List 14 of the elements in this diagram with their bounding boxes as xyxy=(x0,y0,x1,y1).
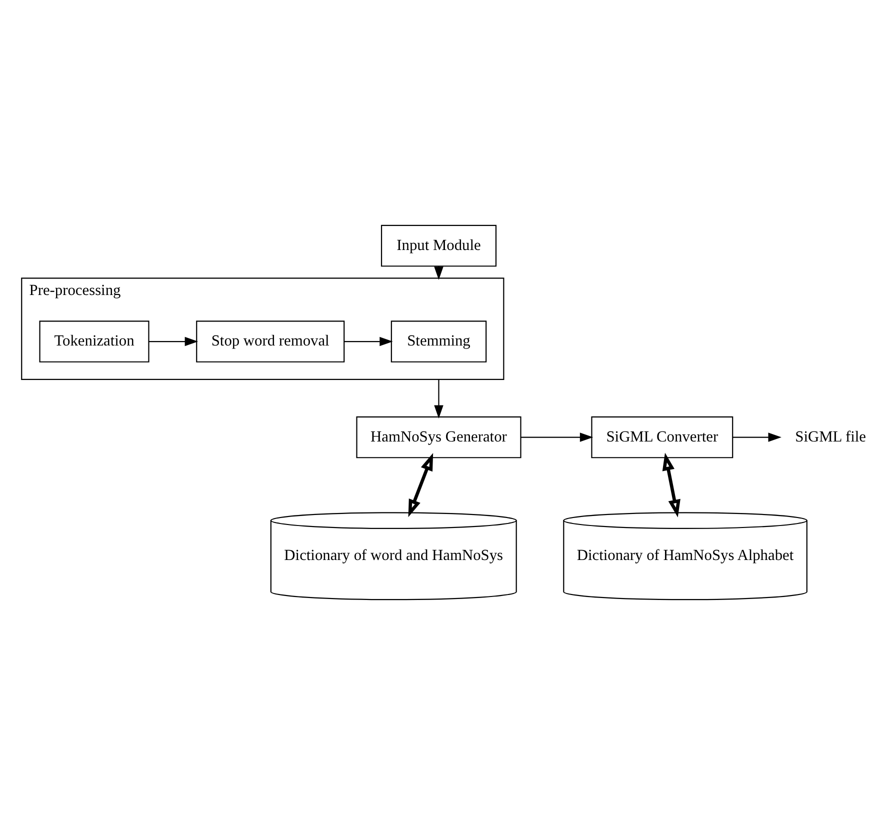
arrow xyxy=(148,336,198,346)
node-box: Tokenization xyxy=(39,320,150,362)
arrow xyxy=(520,432,594,442)
node-box: Stemming xyxy=(390,320,487,362)
arrow xyxy=(344,336,393,346)
node-text: SiGML file xyxy=(795,428,866,446)
node-box: HamNoSys Generator xyxy=(356,416,522,458)
arrow xyxy=(662,452,680,518)
arrow xyxy=(732,432,782,442)
node-box: Stop word removal xyxy=(196,320,345,362)
arrow xyxy=(434,379,444,418)
arrow xyxy=(434,266,444,280)
arrow xyxy=(408,452,434,518)
node-box: SiGML Converter xyxy=(591,416,734,458)
